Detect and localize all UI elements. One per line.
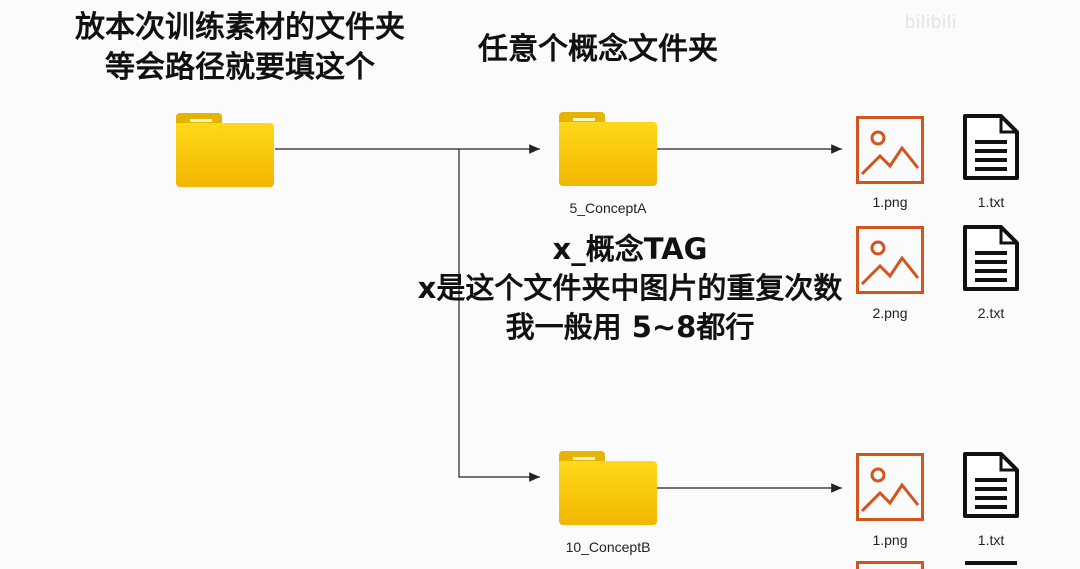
image-file-icon (856, 561, 924, 569)
root-folder-note-line-2: 等会路径就要填这个 (105, 50, 375, 85)
concept-a-folder-icon (559, 112, 657, 186)
concept-b-image-1-label: 1.png (872, 532, 908, 548)
root-folder-note-line-1: 放本次训练素材的文件夹 (75, 10, 405, 45)
concept-a-text-2-label: 2.txt (977, 305, 1005, 321)
root-folder-note: 放本次训练素材的文件夹 等会路径就要填这个 (40, 8, 440, 88)
concept-b-folder-icon (559, 451, 657, 525)
root-folder-icon (176, 113, 274, 187)
tag-format-note-line-3: 我一般用 5~8都行 (505, 310, 755, 344)
concept-b-text-1-label: 1.txt (977, 532, 1005, 548)
tag-format-note: x_概念TAG x是这个文件夹中图片的重复次数 我一般用 5~8都行 (330, 230, 930, 347)
text-file-icon (963, 452, 1019, 518)
concept-a-image-2-label: 2.png (872, 305, 908, 321)
text-file-icon (963, 114, 1019, 180)
root-to-conceptb-arrow (458, 149, 540, 482)
image-file-icon (856, 226, 924, 294)
tag-format-note-line-1: x_概念TAG (552, 232, 708, 266)
concept-a-folder-label: 5_ConceptA (569, 200, 647, 216)
watermark: bilibili (905, 12, 958, 32)
concept-folder-note: 任意个概念文件夹 (478, 32, 718, 67)
concept-a-image-1-label: 1.png (872, 194, 908, 210)
concept-b-folder-label: 10_ConceptB (565, 539, 651, 555)
tag-format-note-line-2: x是这个文件夹中图片的重复次数 (417, 271, 843, 305)
image-file-icon (856, 453, 924, 521)
text-file-icon (963, 225, 1019, 291)
image-file-icon (856, 116, 924, 184)
concept-a-text-1-label: 1.txt (977, 194, 1005, 210)
text-file-icon (965, 561, 1017, 565)
